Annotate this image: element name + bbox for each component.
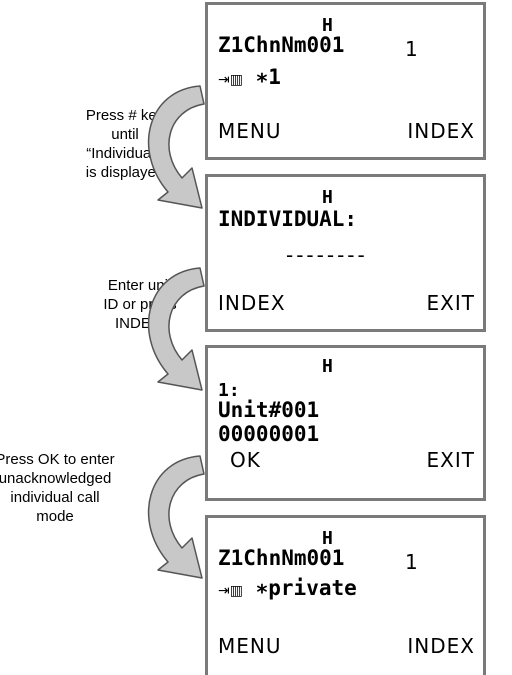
screen-header: H: [322, 187, 333, 208]
caption-step-3: Press OK to enter unacknowledged individ…: [0, 450, 130, 526]
softkey-ok[interactable]: OK: [230, 448, 261, 472]
screen-header: H: [322, 356, 333, 377]
channel-number: 1: [405, 37, 419, 61]
radio-screen-2: H INDIVIDUAL: -------- INDEX EXIT: [205, 174, 486, 332]
caption-line: Press # key until “Individual:” is displ…: [85, 107, 165, 181]
unit-id: 00000001: [218, 422, 320, 446]
radio-screen-1: H Z1ChnNm001 1 ⇥▥ ∗1 MENU INDEX: [205, 2, 486, 160]
curved-arrow-2: [147, 267, 205, 391]
channel-name: Z1ChnNm001: [218, 546, 345, 570]
unit-index: 1:: [218, 380, 240, 401]
status-text: ∗private: [255, 576, 357, 600]
status-line: ⇥▥ ∗private: [218, 576, 357, 600]
status-text: ∗1: [255, 65, 281, 89]
softkey-exit[interactable]: EXIT: [426, 291, 475, 315]
softkey-menu[interactable]: MENU: [218, 119, 282, 143]
screen-header: H: [322, 528, 333, 549]
individual-prompt: INDIVIDUAL:: [218, 207, 358, 231]
channel-name: Z1ChnNm001: [218, 33, 345, 57]
caption-line: Press OK to enter unacknowledged individ…: [0, 451, 115, 525]
screen-header: H: [322, 15, 333, 36]
caption-step-1: Press # key until “Individual:” is displ…: [60, 106, 190, 182]
radio-screen-4: H Z1ChnNm001 1 ⇥▥ ∗private MENU INDEX: [205, 515, 486, 675]
softkey-exit[interactable]: EXIT: [426, 448, 475, 472]
status-line: ⇥▥ ∗1: [218, 65, 281, 89]
softkey-menu[interactable]: MENU: [218, 634, 282, 658]
radio-screen-3: H 1: Unit#001 00000001 OK EXIT: [205, 345, 486, 501]
curved-arrow-1: [147, 85, 205, 209]
unit-name: Unit#001: [218, 398, 320, 422]
softkey-index[interactable]: INDEX: [407, 634, 475, 658]
softkey-index[interactable]: INDEX: [218, 291, 286, 315]
unit-id-input[interactable]: --------: [286, 243, 368, 267]
status-icons: ⇥▥: [218, 72, 243, 88]
channel-number: 1: [405, 550, 419, 574]
curved-arrow-3: [147, 455, 205, 579]
softkey-index[interactable]: INDEX: [407, 119, 475, 143]
status-icons: ⇥▥: [218, 583, 243, 599]
